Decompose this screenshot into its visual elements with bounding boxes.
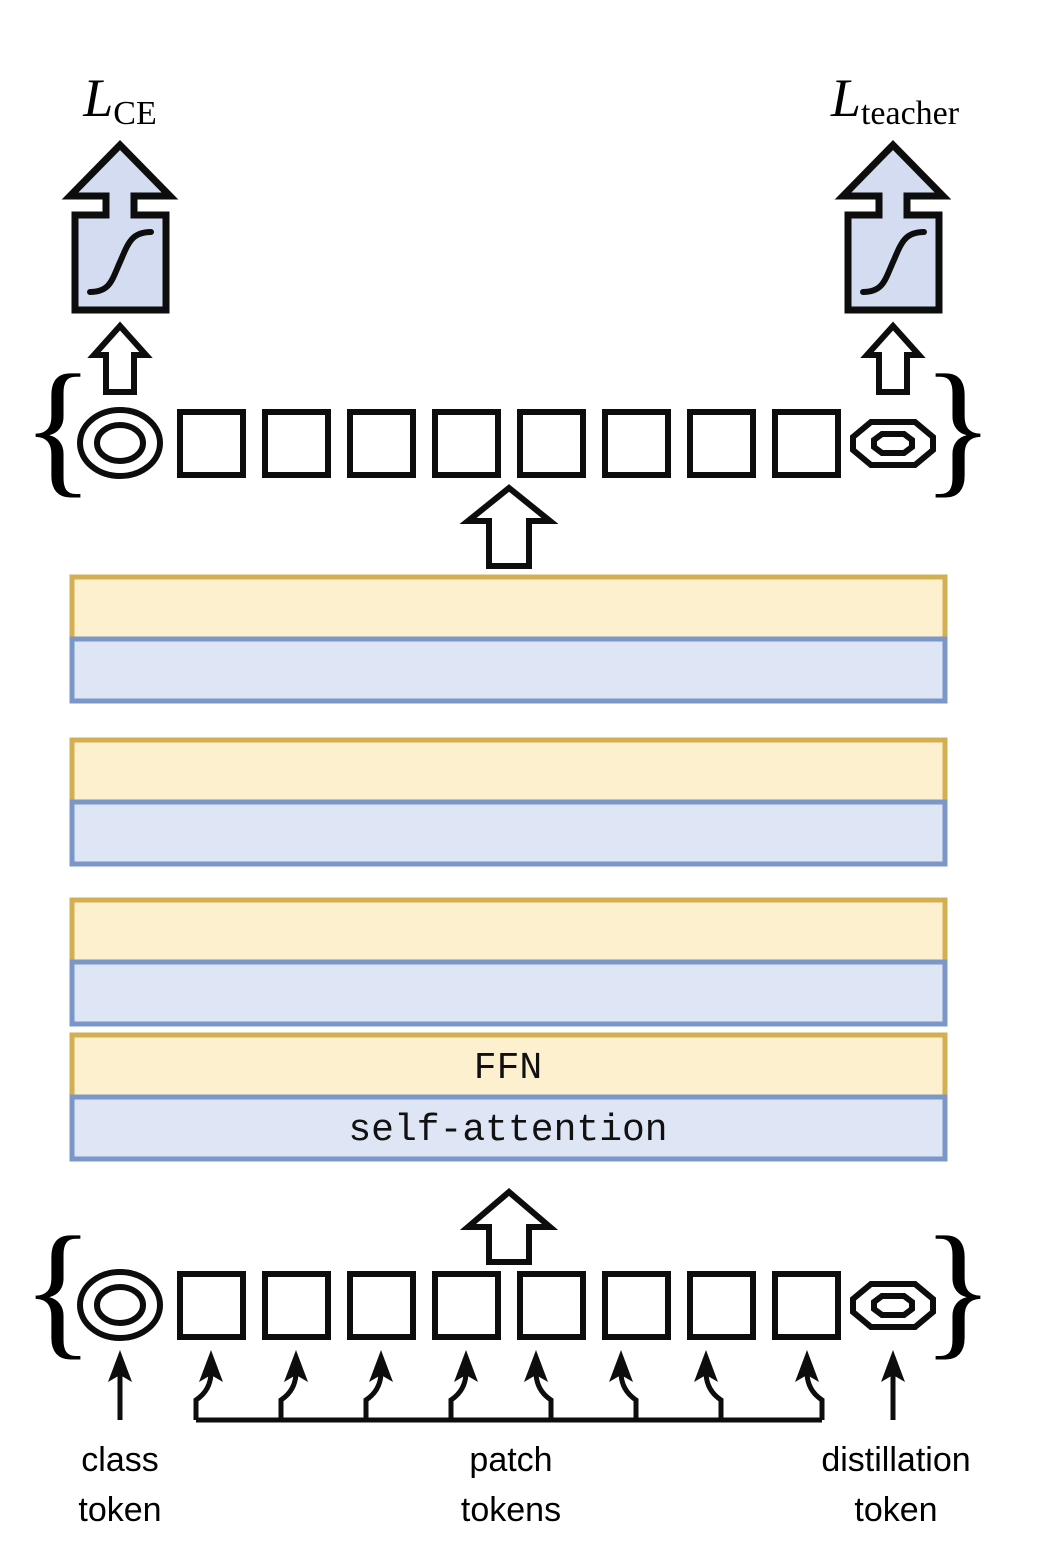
- transformer-block-2[interactable]: [69, 737, 948, 867]
- ffn-layer[interactable]: [69, 737, 948, 805]
- self-attention-layer[interactable]: [69, 636, 948, 704]
- patch-token-connector: [193, 1350, 223, 1420]
- distillation-classifier-head[interactable]: [834, 140, 952, 314]
- teacher-loss-subscript: teacher: [861, 95, 960, 132]
- input-patch-token[interactable]: [177, 1271, 246, 1340]
- input-patch-token[interactable]: [517, 1271, 586, 1340]
- output-patch-token[interactable]: [177, 409, 246, 478]
- class-token-label: class token: [78, 1441, 161, 1529]
- output-token-row: { }: [22, 344, 994, 510]
- class-token-to-head-arrow: [87, 321, 153, 395]
- output-distillation-token[interactable]: [850, 419, 936, 468]
- input-patch-token[interactable]: [347, 1271, 416, 1340]
- output-patch-token[interactable]: [432, 409, 501, 478]
- class-token-label-line2: token: [78, 1491, 161, 1529]
- patch-token-connector: [524, 1350, 554, 1420]
- ffn-label: FFN: [474, 1047, 542, 1090]
- output-patch-token[interactable]: [347, 409, 416, 478]
- output-patch-token[interactable]: [517, 409, 586, 478]
- svg-text:LCE: LCE: [82, 68, 157, 132]
- patch-tokens-label-line2: tokens: [461, 1491, 561, 1529]
- input-patch-token[interactable]: [262, 1271, 331, 1340]
- self-attention-label: self-attention: [348, 1109, 667, 1152]
- patch-tokens-label: patch tokens: [461, 1441, 561, 1529]
- sigmoid-icon: [860, 229, 927, 295]
- patch-token-connector: [694, 1350, 724, 1420]
- patch-token-connector: [278, 1350, 308, 1420]
- transformer-block-1[interactable]: [69, 574, 948, 704]
- input-to-block-arrow: [459, 1188, 559, 1265]
- input-patch-token[interactable]: [602, 1271, 671, 1340]
- patch-token-connector: [448, 1350, 478, 1420]
- input-token-row: { }: [22, 1206, 994, 1372]
- ce-loss-label: LCE: [82, 68, 157, 132]
- teacher-loss-script: L: [830, 68, 861, 128]
- input-patch-token[interactable]: [772, 1271, 841, 1340]
- patch-token-connector: [363, 1350, 393, 1420]
- distillation-token-to-head-arrow: [860, 321, 926, 395]
- patch-token-connector: [795, 1350, 825, 1420]
- patch-tokens-label-line1: patch: [469, 1441, 552, 1479]
- class-token-connector: [108, 1350, 132, 1420]
- distillation-token-label-line2: token: [854, 1491, 937, 1529]
- output-class-token[interactable]: [77, 407, 163, 479]
- output-patch-token[interactable]: [772, 409, 841, 478]
- patch-token-connector: [609, 1350, 639, 1420]
- ce-loss-script: L: [82, 68, 113, 128]
- input-patch-token[interactable]: [687, 1271, 756, 1340]
- class-classifier-head[interactable]: [61, 140, 179, 314]
- distillation-token-label-line1: distillation: [821, 1441, 970, 1479]
- output-patch-token[interactable]: [602, 409, 671, 478]
- svg-text:Lteacher: Lteacher: [830, 68, 960, 132]
- transformer-block-4[interactable]: FFN self-attention: [69, 1032, 948, 1162]
- distillation-token-connector: [881, 1350, 905, 1420]
- input-row-close-brace: }: [922, 1206, 994, 1372]
- block-to-output-arrow: [459, 484, 559, 569]
- teacher-loss-label: Lteacher: [830, 68, 960, 132]
- output-row-close-brace: }: [922, 344, 994, 510]
- token-input-connectors: [108, 1350, 905, 1423]
- distillation-token-label: distillation token: [821, 1441, 970, 1529]
- self-attention-layer[interactable]: [69, 959, 948, 1027]
- ffn-layer[interactable]: [69, 897, 948, 965]
- input-distillation-token[interactable]: [850, 1281, 936, 1330]
- self-attention-layer[interactable]: [69, 1094, 948, 1162]
- transformer-block-3[interactable]: [69, 897, 948, 1027]
- sigmoid-icon: [87, 229, 154, 295]
- output-patch-token[interactable]: [262, 409, 331, 478]
- class-token-label-line1: class: [81, 1441, 158, 1479]
- ffn-layer[interactable]: [69, 574, 948, 642]
- input-class-token[interactable]: [77, 1269, 163, 1341]
- self-attention-layer[interactable]: [69, 799, 948, 867]
- input-patch-token[interactable]: [432, 1271, 501, 1340]
- output-patch-token[interactable]: [687, 409, 756, 478]
- ce-loss-subscript: CE: [113, 95, 156, 132]
